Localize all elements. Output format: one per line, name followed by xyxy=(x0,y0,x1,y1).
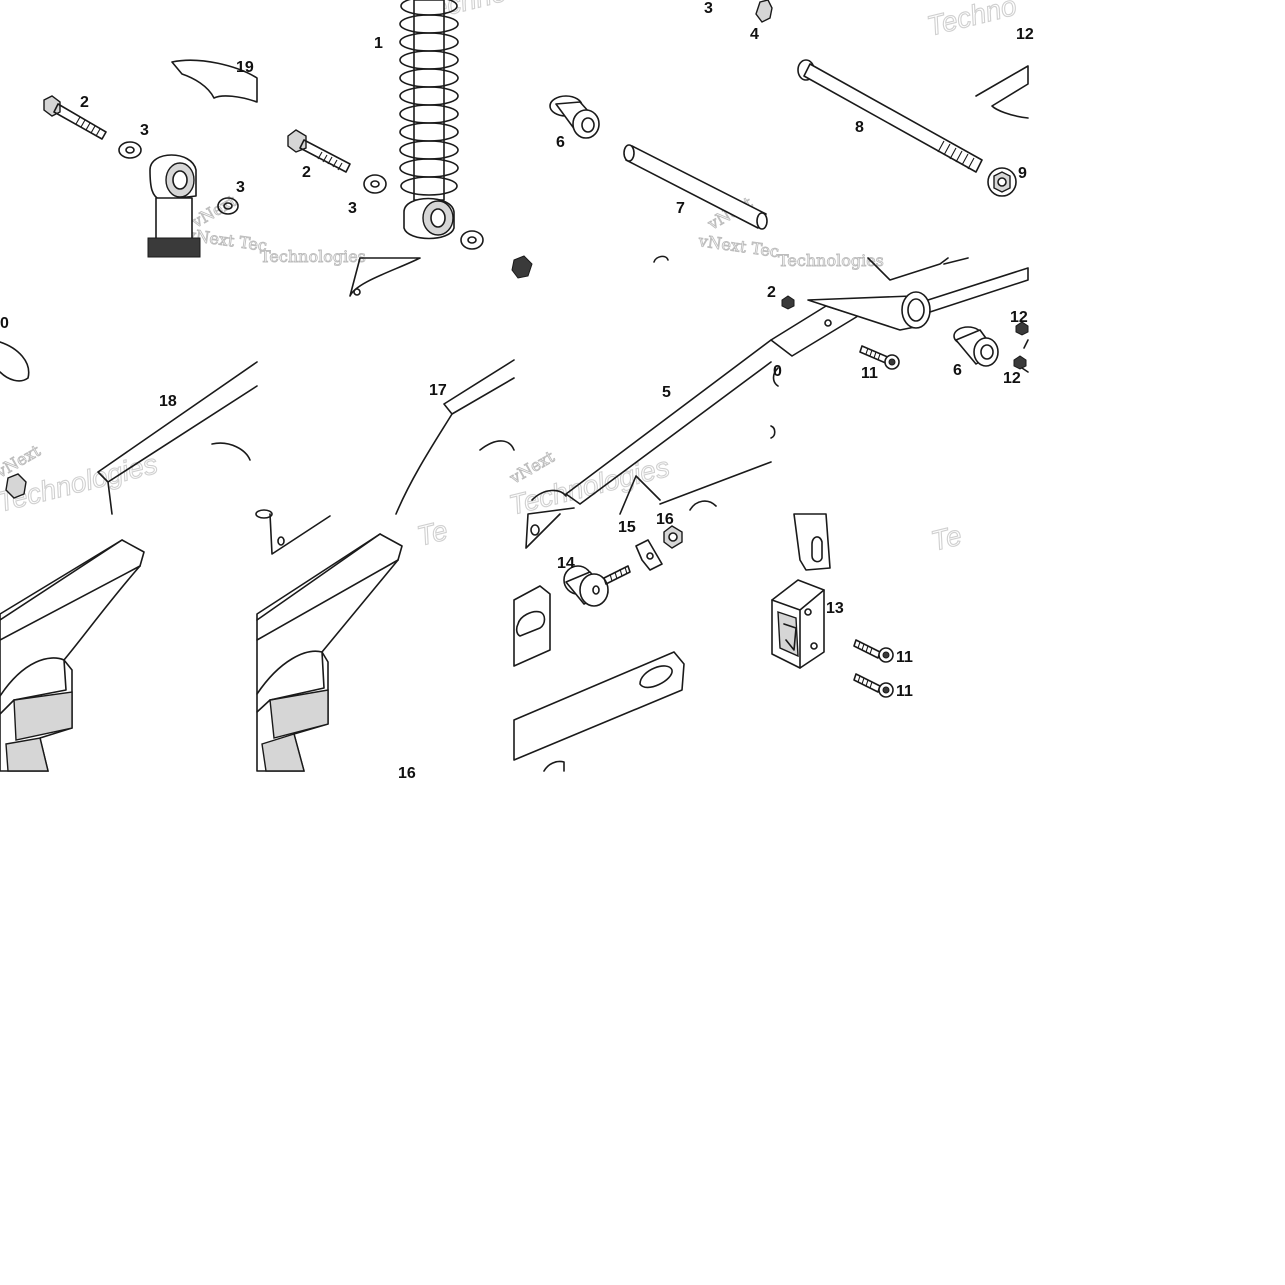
callout-5: 5 xyxy=(662,384,671,401)
bolt-2 xyxy=(287,129,351,173)
callout-3: 3 xyxy=(704,0,713,17)
bolt-11 xyxy=(853,639,894,663)
callout-2: 2 xyxy=(302,164,311,181)
washer-3 xyxy=(460,230,484,250)
callout-3: 3 xyxy=(236,179,245,196)
rail-end-block xyxy=(256,533,403,772)
small-nut-12 xyxy=(781,295,795,310)
watermark-text: vNext xyxy=(188,191,240,232)
tile-bottom-mid-left: 16 xyxy=(255,509,416,782)
callout-16: 16 xyxy=(398,765,416,782)
watermark-text: Technologies xyxy=(778,251,884,270)
callout-14: 14 xyxy=(557,555,575,572)
watermark-text: vNext Tec xyxy=(696,231,780,261)
flange-nut-9 xyxy=(987,167,1017,197)
swing-arm-rail-18 xyxy=(97,361,258,515)
cross-tube-assembly xyxy=(770,257,1029,357)
small-nut-12 xyxy=(1013,355,1027,370)
tile-top-mid-right: 3 4 6 7 xyxy=(549,0,773,230)
nut-4 xyxy=(755,0,773,23)
callout-2: 2 xyxy=(767,284,776,301)
side-plate xyxy=(513,585,551,667)
tile-mid-mid-left: 17 xyxy=(349,255,533,515)
spanner-wrench-19 xyxy=(171,59,258,103)
callout-16: 16 xyxy=(656,511,674,528)
watermark-text: Technologies xyxy=(260,247,366,266)
small-nut-12 xyxy=(1015,321,1029,336)
tile-top-right: 8 9 12 xyxy=(797,26,1034,197)
callout-0: 0 xyxy=(773,363,782,380)
washer-3 xyxy=(217,197,239,215)
swing-arm-rail-5 xyxy=(565,339,772,515)
watermark-text: vNext xyxy=(0,441,44,482)
tile-top-left: 19 2 3 3 xyxy=(43,59,258,258)
nut xyxy=(511,255,533,279)
callout-13: 13 xyxy=(826,600,844,617)
callout-12: 12 xyxy=(1010,309,1028,326)
nut-16 xyxy=(663,525,683,549)
washer-3 xyxy=(118,141,142,159)
nut xyxy=(5,473,27,499)
pivot-tube-7 xyxy=(623,144,768,230)
callout-2: 2 xyxy=(80,94,89,111)
callout-4: 4 xyxy=(750,26,759,43)
tile-bottom-mid-right: 14 15 16 xyxy=(513,507,685,772)
callout-3: 3 xyxy=(140,122,149,139)
callout-9: 9 xyxy=(1018,165,1027,182)
bracket-partial xyxy=(975,65,1029,119)
slotted-slider-bar xyxy=(513,651,685,761)
callout-11: 11 xyxy=(896,649,913,666)
callout-3: 3 xyxy=(348,200,357,217)
watermark-group: Techno Techno vNext Tec vNext Tec Techno… xyxy=(0,0,1020,557)
coil-spring-shock-1 xyxy=(399,0,459,240)
bushing-6 xyxy=(953,326,999,367)
stopper-block-13 xyxy=(771,579,825,669)
bolt-2 xyxy=(43,95,107,140)
callout-15: 15 xyxy=(618,519,636,536)
callout-6: 6 xyxy=(953,362,962,379)
tile-bottom-right: 13 11 11 xyxy=(771,513,913,700)
watermark-text: Te xyxy=(414,514,451,551)
watermark-text: Techno xyxy=(924,0,1020,42)
bushing-6 xyxy=(549,95,600,139)
tile-top-mid-left: 1 2 3 xyxy=(287,0,484,250)
clip-15 xyxy=(635,539,663,571)
tile-bottom-left xyxy=(0,539,145,772)
watermark-text: Te xyxy=(928,519,965,556)
shock-eye-mount xyxy=(147,154,201,258)
callout-19: 19 xyxy=(236,59,254,76)
tile-mid-mid-right: 5 xyxy=(531,255,772,515)
long-bolt-8 xyxy=(797,59,983,173)
callout-7: 7 xyxy=(676,200,685,217)
callout-12: 12 xyxy=(1016,26,1034,43)
callout-17: 17 xyxy=(429,382,447,399)
washer-3 xyxy=(363,174,387,194)
callout-11: 11 xyxy=(896,683,913,700)
callout-11: 11 xyxy=(861,365,878,382)
callout-6: 6 xyxy=(556,134,565,151)
callout-0: 0 xyxy=(0,315,9,332)
bolt-11 xyxy=(853,673,894,698)
tile-mid-left: 0 18 xyxy=(0,315,258,515)
bolt-11 xyxy=(859,345,900,370)
callout-1: 1 xyxy=(374,35,383,52)
callout-18: 18 xyxy=(159,393,177,410)
bumper-stud-14 xyxy=(563,565,631,607)
tile-mid-right: 2 0 11 6 12 12 xyxy=(767,257,1029,439)
callout-8: 8 xyxy=(855,119,864,136)
rail-end-block xyxy=(0,539,145,772)
swing-arm-rail-17 xyxy=(395,359,515,515)
spanner-wrench-19 xyxy=(0,341,30,382)
callout-12: 12 xyxy=(1003,370,1021,387)
